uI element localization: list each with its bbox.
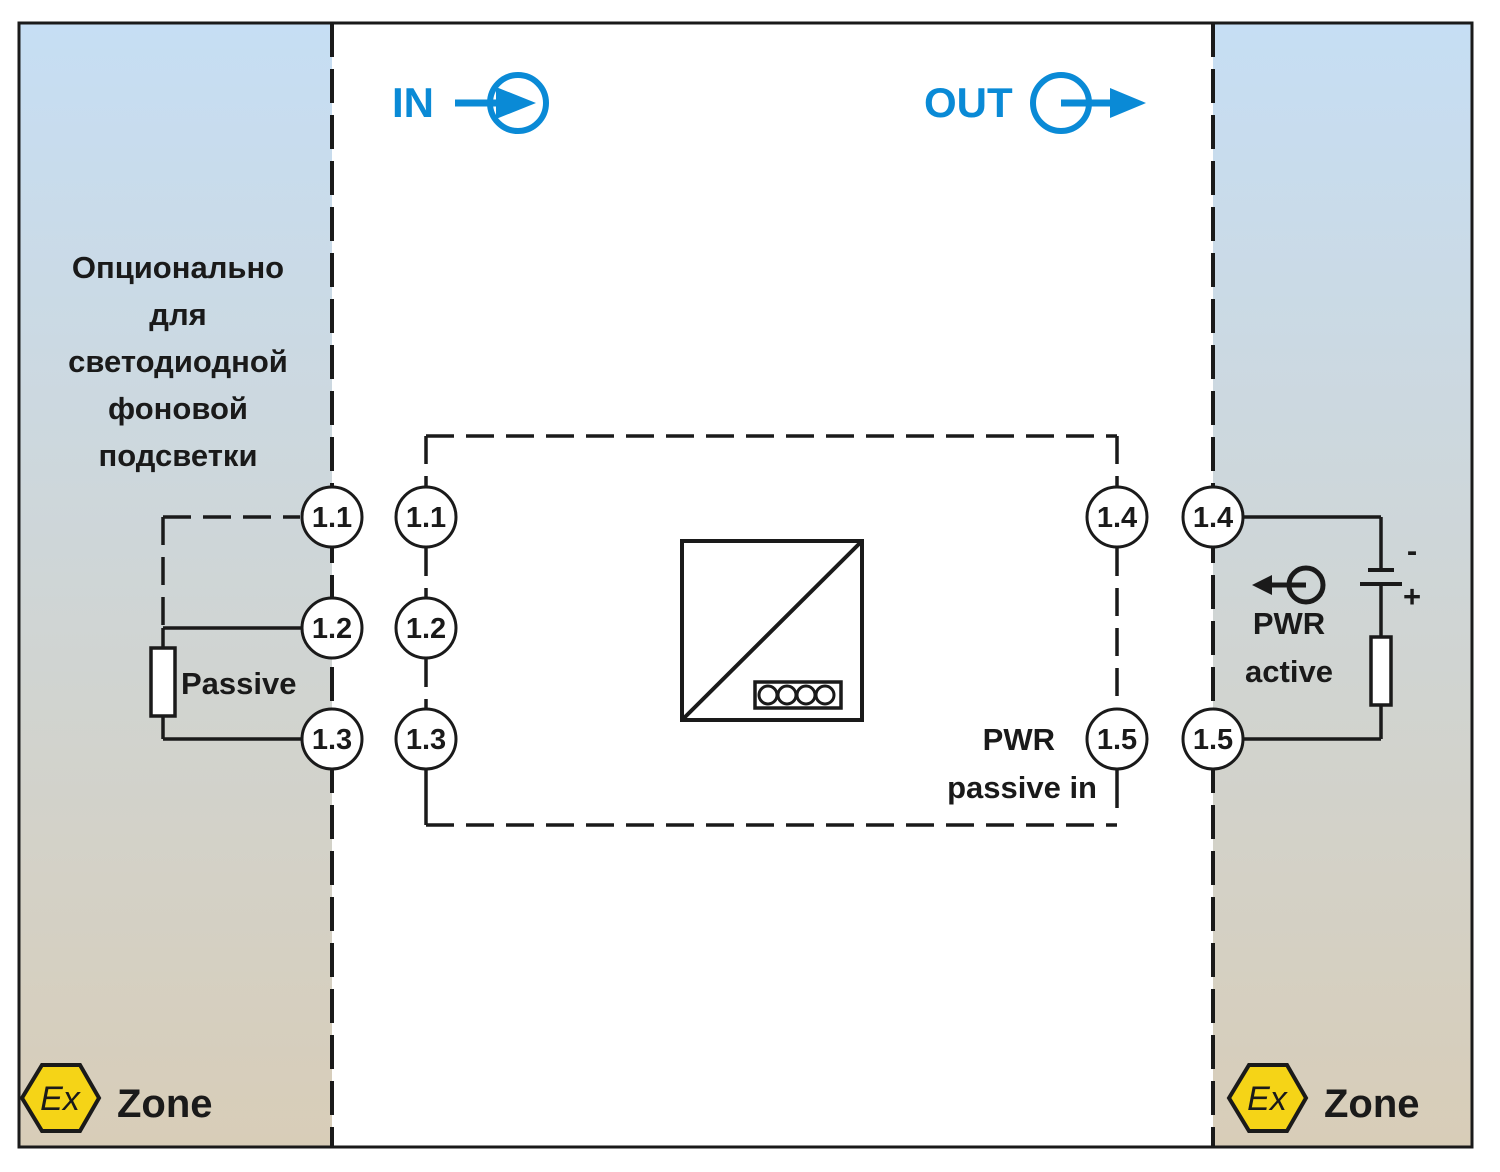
ex-hexagon-icon: [1226, 1063, 1309, 1133]
ex-symbol: Ex: [40, 1080, 81, 1118]
note-line-2: для: [149, 297, 206, 332]
outer-frame: [17, 21, 1474, 1149]
ex-hexagon-icon: [19, 1063, 102, 1133]
passive-resistor: [149, 646, 177, 718]
left-ex-zone-badge: Ex Zone: [19, 1063, 213, 1133]
left-zone-panel: [19, 23, 332, 1147]
terminal-label: 1.5: [1097, 724, 1137, 756]
terminal-label: 1.1: [312, 502, 352, 534]
zone-label: Zone: [1324, 1082, 1420, 1126]
terminal-label: 1.4: [1097, 502, 1137, 534]
out-label: OUT: [924, 79, 1013, 126]
pwr-passive-line1: PWR: [983, 722, 1055, 757]
device-enclosure: [424, 434, 1119, 827]
note-line-1: Опционально: [72, 250, 284, 285]
terminal-left-inner-3: 1.3: [394, 707, 458, 771]
note-line-5: подсветки: [99, 438, 258, 473]
left-passive-load: [149, 515, 302, 741]
output-arrow-icon: [1030, 72, 1146, 134]
terminal-label: 1.3: [406, 724, 446, 756]
passive-label: Passive: [181, 666, 297, 701]
terminal-label: 1.3: [312, 724, 352, 756]
terminal-right-outer-2: 1.5: [1181, 707, 1245, 771]
battery-minus-label: -: [1407, 533, 1417, 568]
optional-led-note: Опционально для светодиодной фоновой под…: [68, 250, 288, 473]
terminal-right-outer-1: 1.4: [1181, 485, 1245, 549]
terminal-label: 1.5: [1193, 724, 1233, 756]
input-arrow-icon: [455, 72, 549, 134]
battery-plus-label: +: [1403, 579, 1421, 614]
terminal-left-inner-1: 1.1: [394, 485, 458, 549]
terminal-label: 1.2: [406, 613, 446, 645]
zone-label: Zone: [117, 1082, 213, 1126]
right-active-source: [1244, 515, 1402, 741]
pwr-active-line2: active: [1245, 654, 1333, 689]
ex-symbol: Ex: [1247, 1080, 1288, 1118]
right-ex-zone-badge: Ex Zone: [1226, 1063, 1420, 1133]
right-zone-panel: [1213, 23, 1472, 1147]
terminal-left-outer-1: 1.1: [300, 485, 364, 549]
pwr-passive-line2: passive in: [947, 770, 1097, 805]
terminal-right-inner-2: 1.5: [1085, 707, 1149, 771]
terminal-label: 1.4: [1193, 502, 1233, 534]
isolator-symbol-icon: [680, 539, 864, 722]
terminal-left-inner-2: 1.2: [394, 596, 458, 660]
terminal-label: 1.2: [312, 613, 352, 645]
active-resistor: [1369, 635, 1393, 707]
terminal-left-outer-2: 1.2: [300, 596, 364, 660]
terminal-left-outer-3: 1.3: [300, 707, 364, 771]
terminal-label: 1.1: [406, 502, 446, 534]
pwr-active-line1: PWR: [1253, 606, 1325, 641]
note-line-4: фоновой: [108, 391, 248, 426]
terminal-right-inner-1: 1.4: [1085, 485, 1149, 549]
in-label: IN: [392, 79, 434, 126]
power-output-icon: [1252, 565, 1326, 605]
note-line-3: светодиодной: [68, 344, 288, 379]
